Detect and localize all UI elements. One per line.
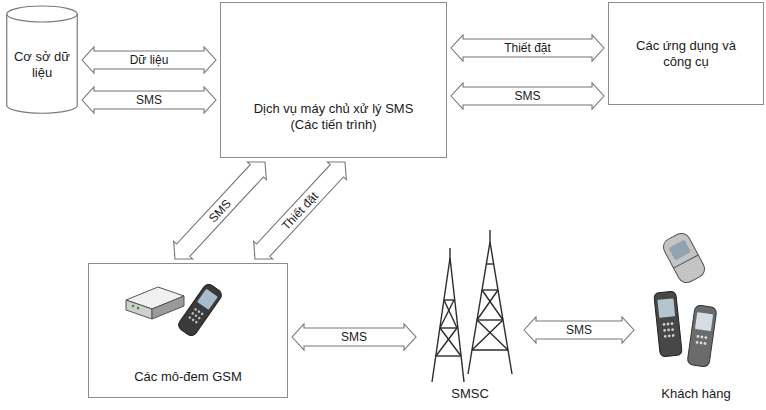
arrow-label: Thiết đặt — [278, 187, 323, 234]
arrow-label: Dữ liệu — [128, 53, 171, 67]
arrow-label: SMS — [134, 93, 164, 107]
database-cylinder: Cơ sở dữ liệu — [6, 6, 78, 114]
cylinder-body — [7, 6, 78, 113]
arrow-label: SMS — [512, 89, 542, 103]
block-arrow — [451, 83, 604, 109]
phone-icon — [687, 305, 717, 367]
phone-icon — [660, 230, 707, 286]
node-label: SMSC — [451, 386, 489, 402]
cylinder-rim — [7, 14, 78, 22]
modem-icon — [126, 287, 184, 319]
server-box: Dịch vụ máy chủ xử lý SMS (Các tiến trìn… — [220, 2, 447, 158]
tower-icon — [432, 248, 464, 382]
apps-box: Các ứng dụng và công cụ — [608, 2, 764, 105]
node-label: Dịch vụ máy chủ xử lý SMS (Các tiến trìn… — [244, 101, 424, 133]
block-arrow — [524, 317, 634, 343]
block-arrow — [254, 162, 347, 259]
block-arrow — [292, 324, 416, 350]
node-label: Khách hàng — [661, 386, 730, 402]
phone-icon — [654, 291, 683, 357]
node-label: Cơ sở dữ liệu — [12, 49, 72, 81]
arrow-label: Thiết đặt — [502, 41, 553, 55]
smsc-node: SMSC — [420, 232, 520, 404]
arrow-label: SMS — [564, 323, 594, 337]
node-label: Các ứng dụng và công cụ — [629, 38, 744, 70]
tower-icon — [468, 230, 512, 374]
node-label: Các mô-đem GSM — [134, 369, 242, 385]
arrow-label: SMS — [339, 330, 369, 344]
block-arrow — [82, 47, 216, 73]
block-arrow — [451, 35, 604, 61]
block-arrow — [82, 87, 216, 113]
modem-box: Các mô-đem GSM — [88, 263, 288, 398]
customer-node: Khách hàng — [638, 222, 754, 404]
phone-icon — [176, 282, 223, 338]
block-arrow — [174, 162, 267, 259]
